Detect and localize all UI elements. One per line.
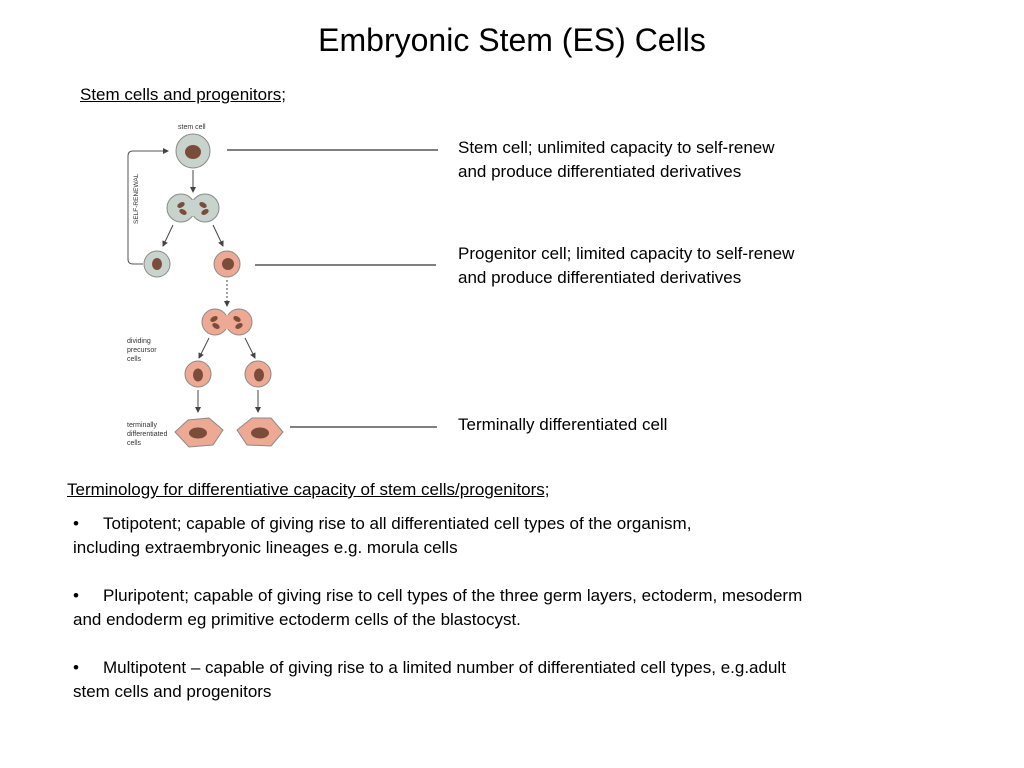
description-line: and produce differentiated derivatives <box>458 162 742 181</box>
page-title: Embryonic Stem (ES) Cells <box>318 22 706 58</box>
description-line: Stem cell; unlimited capacity to self-re… <box>458 138 775 157</box>
precursor-cell-right <box>244 360 272 388</box>
dividing-stem-cell <box>166 193 220 223</box>
progenitor-cell <box>213 250 241 278</box>
stem-cell-label: stem cell <box>178 124 206 131</box>
bullet-text: Totipotent; capable of giving rise to al… <box>103 514 692 533</box>
stem-cell-description: Stem cell; unlimited capacity to self-re… <box>458 136 775 184</box>
terminal-cell-description: Terminally differentiated cell <box>458 413 667 437</box>
terminal-cell-right <box>236 417 284 447</box>
renewed-stem-cell <box>143 250 171 278</box>
bullet-marker: • <box>73 514 79 533</box>
section-heading-terminology: Terminology for differentiative capacity… <box>67 480 550 499</box>
progenitor-cell-description: Progenitor cell; limited capacity to sel… <box>458 242 794 290</box>
arrow-precursor-left <box>198 337 210 359</box>
list-item-totipotent: • Totipotent; capable of giving rise to a… <box>73 512 953 560</box>
bullet-text: Pluripotent; capable of giving rise to c… <box>103 586 803 605</box>
description-line: Progenitor cell; limited capacity to sel… <box>458 244 795 263</box>
section-heading-stem-cells: Stem cells and progenitors; <box>80 85 286 104</box>
arrow-to-progenitor <box>212 224 224 247</box>
terminal-cell-left <box>174 417 224 448</box>
bullet-text: stem cells and progenitors <box>73 682 272 701</box>
stem-cell-lineage-diagram: stem cell SELF-RENEWAL dividing precurso… <box>127 124 438 448</box>
self-renewal-label: SELF-RENEWAL <box>133 173 140 224</box>
arrow-precursor-right <box>244 337 256 359</box>
bullet-marker: • <box>73 586 79 605</box>
bullet-text: including extraembryonic lineages e.g. m… <box>73 538 458 557</box>
dividing-precursor-cell <box>201 308 253 336</box>
terminology-list: • Totipotent; capable of giving rise to a… <box>73 512 953 728</box>
list-item-multipotent: • Multipotent – capable of giving rise to… <box>73 656 953 704</box>
bullet-text: Multipotent – capable of giving rise to … <box>103 658 786 677</box>
stem-cell <box>175 133 211 169</box>
arrow-to-renewed-stem <box>162 224 174 247</box>
description-line: and produce differentiated derivatives <box>458 268 742 287</box>
list-item-pluripotent: • Pluripotent; capable of giving rise to … <box>73 584 953 632</box>
description-line: Terminally differentiated cell <box>458 415 668 434</box>
self-renewal-arrow <box>127 148 169 265</box>
bullet-marker: • <box>73 658 79 677</box>
bullet-text: and endoderm eg primitive ectoderm cells… <box>73 610 521 629</box>
dividing-precursor-label: dividing precursor cells <box>127 338 159 363</box>
terminally-differentiated-label: terminally differentiated cells <box>127 422 169 447</box>
precursor-cell-left <box>184 360 212 388</box>
